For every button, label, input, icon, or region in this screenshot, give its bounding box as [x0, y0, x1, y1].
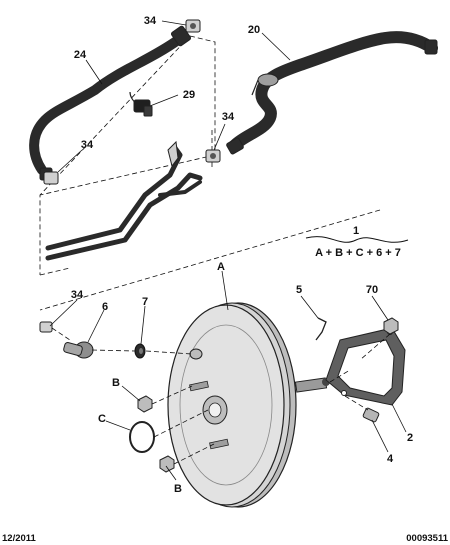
callout-1: 1 — [353, 225, 359, 237]
callout-6: 6 — [102, 301, 108, 313]
brake-booster-a — [167, 302, 330, 508]
nut-b-upper — [137, 395, 153, 413]
nut-b-lower — [159, 455, 175, 473]
footer-date: 12/2011 — [2, 533, 37, 544]
callout-34-lower: 34 — [71, 289, 84, 301]
clip-34-top — [185, 19, 201, 33]
dashed-grouping-lines — [39, 35, 381, 311]
clip-29 — [129, 91, 153, 117]
o-ring-c — [129, 421, 155, 453]
footer-reference: 00093511 — [406, 533, 448, 544]
callout-34-left: 34 — [81, 139, 94, 151]
callout-7: 7 — [142, 296, 148, 308]
screw-4 — [362, 407, 380, 423]
callout-2: 2 — [407, 432, 413, 444]
clip-34-lower — [39, 321, 53, 333]
clip-5 — [315, 317, 327, 341]
footer: 12/2011 00093511 — [2, 533, 449, 544]
callout-b-upper: B — [112, 377, 120, 389]
callout-5: 5 — [296, 284, 302, 296]
nut-70 — [383, 317, 399, 335]
check-valve-6 — [63, 341, 94, 359]
hose-20 — [226, 31, 438, 155]
callout-20: 20 — [248, 24, 260, 36]
kit-formula: 1 A + B + C + 6 + 7 — [305, 225, 409, 259]
seal-7 — [134, 343, 146, 359]
callout-29: 29 — [183, 89, 195, 101]
callout-b-lower: B — [174, 483, 182, 495]
assembly-axes — [51, 327, 391, 465]
callout-labels: 34 24 20 29 34 34 A 34 6 7 5 70 B C B 2 … — [71, 15, 413, 495]
kit-formula-text: A + B + C + 6 + 7 — [315, 247, 401, 259]
callout-34-center: 34 — [222, 111, 235, 123]
leader-lines — [49, 20, 407, 481]
callout-34-top: 34 — [144, 15, 157, 27]
clip-34-center — [205, 149, 221, 163]
rigid-tubes — [45, 140, 203, 261]
callout-4: 4 — [387, 453, 394, 465]
callout-c: C — [98, 413, 106, 425]
callout-70: 70 — [366, 284, 378, 296]
gasket-2 — [325, 327, 406, 406]
callout-24: 24 — [74, 49, 87, 61]
clip-34-left — [43, 171, 59, 185]
callout-a: A — [217, 261, 225, 273]
hose-24 — [29, 25, 192, 181]
